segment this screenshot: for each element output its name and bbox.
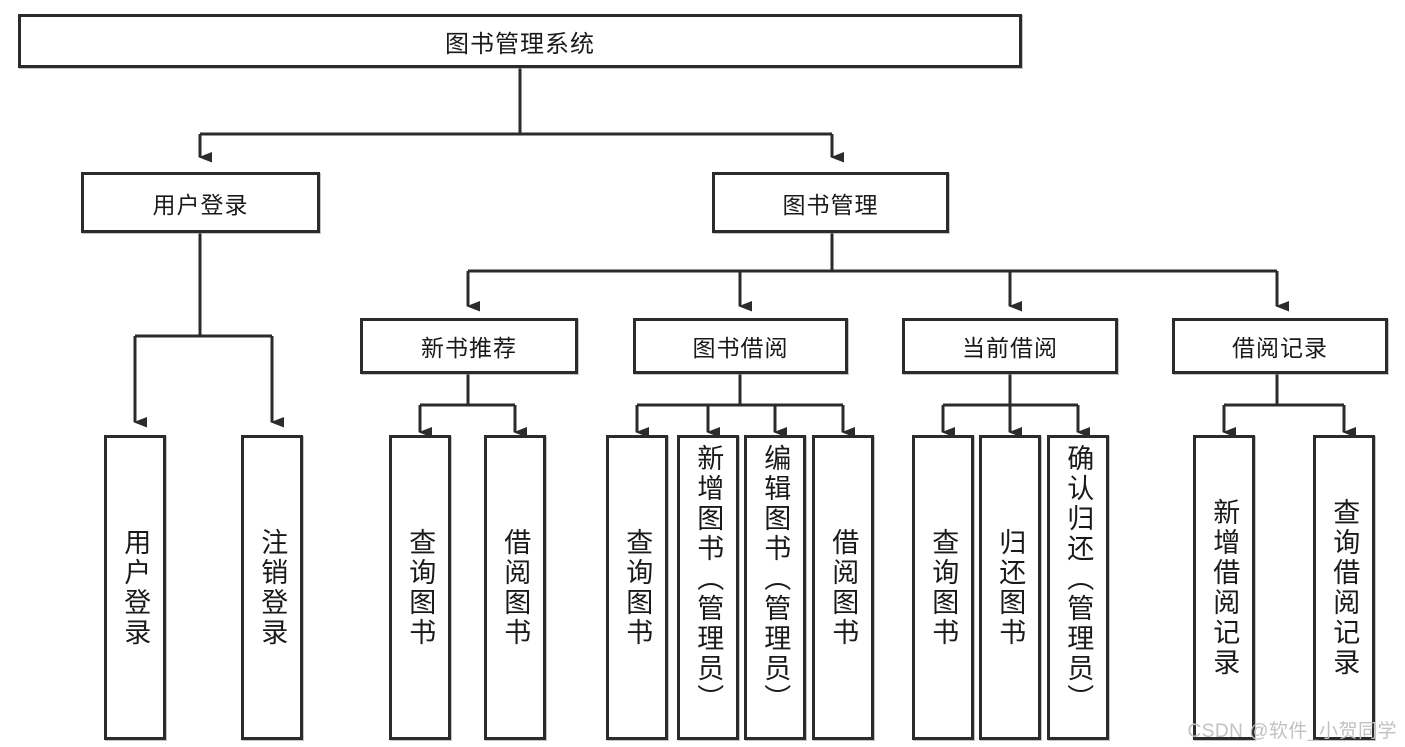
leaf-label: 新增图书（管理员） bbox=[693, 444, 724, 714]
leaf-label: 用户登录 bbox=[120, 527, 151, 648]
leaf-borrow-record-query-record[interactable]: 查询借阅记录 bbox=[1313, 435, 1375, 740]
node-label: 借阅记录 bbox=[1232, 335, 1328, 361]
leaf-current-borrow-confirm-return-admin[interactable]: 确认归还（管理员） bbox=[1047, 435, 1109, 740]
node-label: 图书管理系统 bbox=[445, 30, 595, 58]
leaf-label: 注销登录 bbox=[257, 527, 288, 648]
leaf-label: 新增借阅记录 bbox=[1209, 497, 1240, 678]
leaf-book-borrow-edit-book-admin[interactable]: 编辑图书（管理员） bbox=[744, 435, 806, 740]
node-current-borrow[interactable]: 当前借阅 bbox=[902, 318, 1118, 374]
leaf-user-login-logout[interactable]: 注销登录 bbox=[241, 435, 303, 740]
node-label: 图书借阅 bbox=[692, 335, 789, 361]
leaf-label: 查询图书 bbox=[622, 527, 653, 648]
node-user-login[interactable]: 用户登录 bbox=[81, 172, 320, 233]
leaf-new-book-borrow-book[interactable]: 借阅图书 bbox=[484, 435, 546, 740]
node-label: 新书推荐 bbox=[421, 335, 517, 361]
leaf-label: 查询图书 bbox=[928, 527, 959, 648]
leaf-current-borrow-return-book[interactable]: 归还图书 bbox=[979, 435, 1041, 740]
node-book-borrow[interactable]: 图书借阅 bbox=[633, 318, 848, 374]
leaf-label: 归还图书 bbox=[995, 527, 1026, 648]
leaf-current-borrow-query-book[interactable]: 查询图书 bbox=[912, 435, 974, 740]
node-book-management[interactable]: 图书管理 bbox=[712, 172, 949, 233]
node-label: 用户登录 bbox=[152, 191, 249, 218]
node-new-book-recommend[interactable]: 新书推荐 bbox=[360, 318, 578, 374]
watermark-text: CSDN @软件_小贺同学 bbox=[1187, 721, 1397, 742]
leaf-label: 借阅图书 bbox=[500, 527, 531, 648]
node-label: 当前借阅 bbox=[962, 335, 1058, 361]
leaf-borrow-record-add-record[interactable]: 新增借阅记录 bbox=[1193, 435, 1255, 740]
leaf-label: 查询借阅记录 bbox=[1329, 497, 1360, 678]
leaf-book-borrow-borrow-book[interactable]: 借阅图书 bbox=[812, 435, 874, 740]
leaf-label: 编辑图书（管理员） bbox=[760, 444, 791, 714]
leaf-book-borrow-add-book-admin[interactable]: 新增图书（管理员） bbox=[677, 435, 739, 740]
leaf-new-book-query-book[interactable]: 查询图书 bbox=[389, 435, 451, 740]
leaf-user-login-login[interactable]: 用户登录 bbox=[104, 435, 166, 740]
node-borrow-record[interactable]: 借阅记录 bbox=[1172, 318, 1388, 374]
node-label: 图书管理 bbox=[782, 191, 879, 218]
node-root-book-management-system[interactable]: 图书管理系统 bbox=[18, 14, 1022, 68]
leaf-label: 查询图书 bbox=[405, 527, 436, 648]
leaf-label: 借阅图书 bbox=[828, 527, 859, 648]
leaf-book-borrow-query-book[interactable]: 查询图书 bbox=[606, 435, 668, 740]
leaf-label: 确认归还（管理员） bbox=[1063, 444, 1094, 714]
